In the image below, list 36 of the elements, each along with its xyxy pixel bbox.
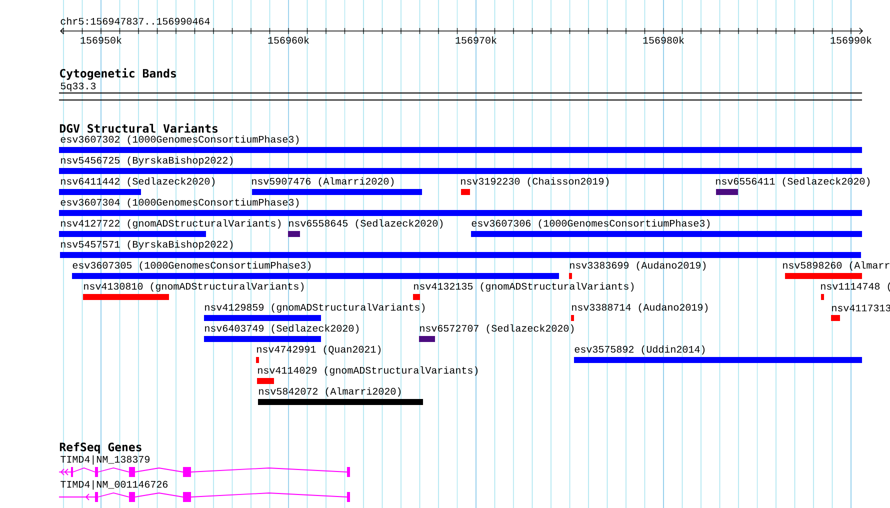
variant-label: nsv4742991 (Quan2021) (257, 345, 381, 355)
axis-tick-label: 156960k (268, 36, 309, 44)
variant-label: esv3607306 (1000GenomesConsortiumPhase3) (472, 219, 710, 229)
variant-label: nsv5842072 (Almarri2020) (259, 387, 401, 397)
variant-label: nsv6558645 (Sedlazeck2020) (289, 219, 443, 229)
track-heading: Cytogenetic Bands (60, 68, 176, 80)
variant-label: nsv6556411 (Sedlazeck2020) (716, 177, 870, 187)
variant-label: nsv5457571 (ByrskaBishop2022) (61, 240, 233, 250)
axis-tick-label: 156970k (456, 36, 496, 44)
gene-label: TIMD4|NM_138379 (60, 455, 150, 465)
variant-label: nsv5456725 (ByrskaBishop2022) (61, 156, 233, 166)
variant-label: nsv3388714 (Audano2019) (572, 303, 708, 313)
axis-tick-label: 156990k (830, 36, 872, 44)
variant-label: nsv6403749 (Sedlazeck2020) (205, 324, 359, 334)
variant-label: esv3607304 (1000GenomesConsortiumPhase3) (60, 198, 299, 208)
track-heading: DGV Structural Variants (60, 123, 218, 133)
variant-label: esv3607305 (1000GenomesConsortiumPhase3) (72, 261, 311, 271)
variant-label: nsv4132135 (gnomADStructuralVariants) (414, 282, 634, 292)
track-label: 5q33.3 (60, 82, 96, 92)
variant-label: nsv6572707 (Sedlazeck2020) (420, 324, 574, 334)
variant-label: nsv5907476 (Almarri2020) (252, 177, 394, 187)
axis-tick-label: 156950k (80, 36, 122, 44)
axis-tick-label: 156980k (643, 36, 684, 44)
track-label: chr5:156947837..156990464 (60, 17, 210, 25)
gene-label: TIMD4|NM_001146726 (60, 480, 168, 490)
variant-label: nsv4114029 (gnomADStructuralVariants) (258, 366, 478, 376)
variant-label: nsv3383699 (Audano2019) (570, 261, 706, 271)
variant-label: nsv4129859 (gnomADStructuralVariants) (205, 303, 425, 313)
variant-label: esv3575892 (Uddin2014) (574, 345, 705, 355)
variant-label: nsv6411442 (Sedlazeck2020) (61, 177, 215, 187)
variant-label: nsv4127722 (gnomADStructuralVariants) (61, 219, 281, 229)
variant-label: nsv4130810 (gnomADStructuralVariants) (84, 282, 304, 292)
variant-label: nsv3192230 (Chaisson2019) (461, 177, 609, 187)
track-heading: RefSeq Genes (60, 442, 142, 454)
variant-label: nsv5898260 (Almarr (783, 261, 890, 271)
variant-label: esv3607302 (1000GenomesConsortiumPhase3) (60, 135, 299, 145)
